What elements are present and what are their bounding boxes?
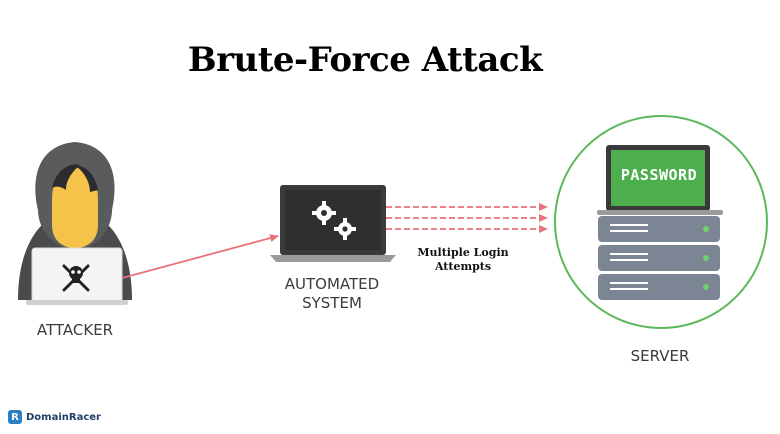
node-server-label: SERVER bbox=[610, 347, 710, 366]
status-led-icon bbox=[703, 226, 709, 232]
attacker-label: ATTACKER bbox=[36, 321, 114, 339]
node-automated-system-label: AUTOMATED SYSTEM bbox=[262, 275, 402, 313]
server-monitor-icon bbox=[597, 145, 723, 215]
brand-logo: R DomainRacer bbox=[8, 409, 101, 425]
brand-logo-icon: R bbox=[8, 410, 22, 424]
login-attempts-line1: Multiple Login bbox=[417, 246, 509, 259]
login-attempts-line2: Attempts bbox=[434, 260, 492, 273]
brand-name: DomainRacer bbox=[26, 411, 101, 423]
skull-crossbones-icon bbox=[62, 264, 90, 292]
server-label: SERVER bbox=[630, 347, 690, 365]
status-led-icon bbox=[703, 284, 709, 290]
server-rack-icon bbox=[598, 216, 720, 300]
attack-arrow bbox=[121, 234, 279, 279]
edge-login-attempts-label: Multiple Login Attempts bbox=[408, 246, 518, 274]
gears-icon bbox=[312, 201, 356, 240]
node-attacker-label: ATTACKER bbox=[20, 321, 130, 340]
system-laptop-icon bbox=[270, 185, 396, 262]
password-screen-text: PASSWORD bbox=[620, 166, 698, 184]
diagram-title: Brute-Force Attack bbox=[187, 40, 543, 80]
login-attempt-arrows bbox=[386, 203, 548, 233]
automated-system-label-line1: AUTOMATED bbox=[284, 275, 380, 293]
status-led-icon bbox=[703, 255, 709, 261]
server-ring bbox=[554, 115, 768, 329]
automated-system-label-line2: SYSTEM bbox=[302, 294, 362, 312]
